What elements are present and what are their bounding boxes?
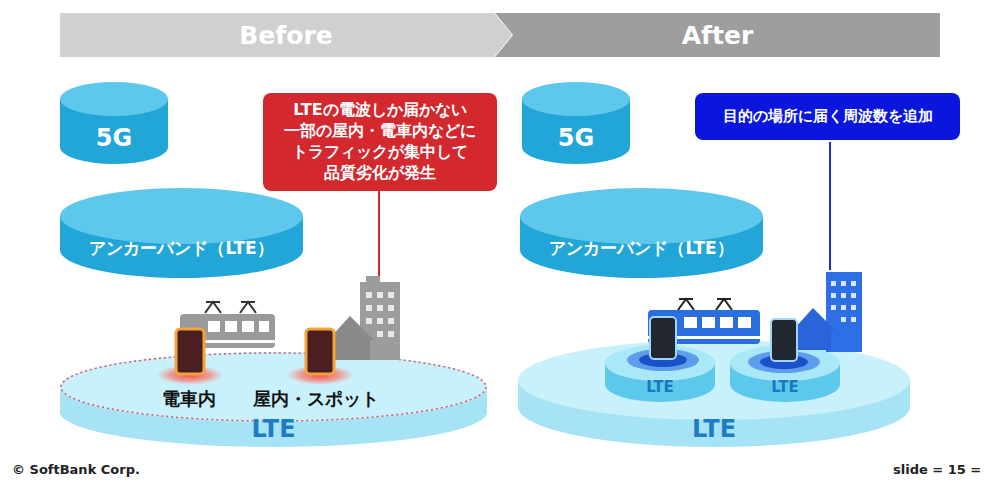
congestion-glow bbox=[156, 365, 224, 385]
node-text: LTE bbox=[646, 378, 674, 398]
place-label: 屋内・スポット bbox=[253, 387, 379, 411]
phone-icon bbox=[771, 319, 797, 361]
band-disk: アンカーバンド（LTE） bbox=[60, 188, 303, 278]
node-text: アンカーバンド（LTE） bbox=[89, 237, 273, 259]
house-icon bbox=[328, 316, 374, 360]
slide-number: slide = 15 = bbox=[893, 462, 981, 477]
congestion-glow bbox=[286, 365, 354, 385]
solution-callout: 目的の場所に届く周波数を追加 bbox=[695, 93, 960, 140]
building-icon bbox=[360, 276, 400, 360]
small-lte-disk: LTE bbox=[730, 345, 840, 402]
phone-icon bbox=[650, 317, 676, 359]
problem-callout: LTEの電波しか届かない 一部の屋内・電車内などに トラフィックが集中して 品質… bbox=[263, 93, 497, 191]
phase-band: Before bbox=[60, 13, 512, 57]
place-label: 電車内 bbox=[162, 387, 216, 411]
node-text: LTE bbox=[251, 414, 295, 445]
building-icon bbox=[826, 272, 862, 352]
band-disk-outline bbox=[520, 188, 763, 278]
band-disk: アンカーバンド（LTE） bbox=[520, 188, 763, 278]
leader-line bbox=[829, 142, 831, 270]
small-lte-disk: LTE bbox=[605, 345, 715, 402]
lte-disk: LTE LTE LTE bbox=[518, 340, 910, 447]
train-icon bbox=[180, 302, 275, 348]
leader-line bbox=[378, 189, 380, 281]
house-icon bbox=[793, 308, 835, 350]
copyright: © SoftBank Corp. bbox=[12, 462, 140, 477]
phase-band: After bbox=[495, 13, 940, 57]
train-icon bbox=[648, 299, 760, 344]
node-text: LTEの電波しか届かない 一部の屋内・電車内などに トラフィックが集中して 品質… bbox=[273, 100, 487, 183]
band-disk: 5G bbox=[522, 82, 630, 164]
node-text: 5G bbox=[96, 123, 132, 154]
node-text: After bbox=[682, 20, 753, 53]
node-text: LTE bbox=[771, 378, 799, 398]
phone-icon bbox=[306, 329, 334, 374]
coverage-glow bbox=[627, 349, 820, 373]
phone-icon bbox=[176, 329, 204, 374]
band-disk: 5G bbox=[60, 82, 168, 164]
node-text: 目的の場所に届く周波数を追加 bbox=[723, 107, 933, 127]
node-text: アンカーバンド（LTE） bbox=[549, 237, 733, 259]
band-disk-outline bbox=[60, 188, 303, 278]
node-text: Before bbox=[239, 20, 332, 53]
node-text: 5G bbox=[558, 123, 594, 154]
node-text: LTE bbox=[692, 414, 736, 445]
